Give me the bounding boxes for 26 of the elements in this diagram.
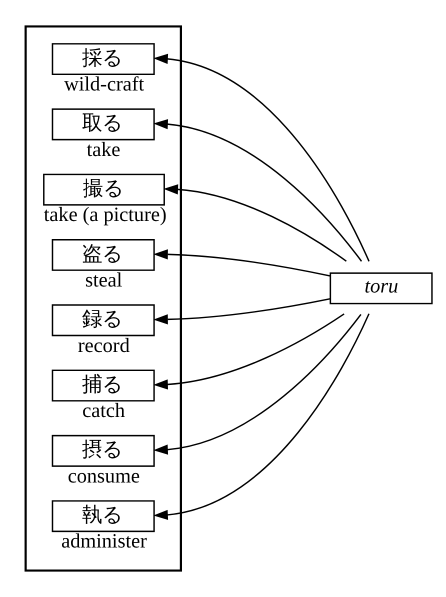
node-box: 執る <box>52 500 155 532</box>
node-label: wild-craft <box>64 74 144 96</box>
node-label: catch <box>82 400 126 422</box>
node-box: 取る <box>52 108 155 140</box>
node-box: 録る <box>52 304 155 336</box>
node-label: take (a picture) <box>44 204 167 226</box>
node-label: record <box>78 334 130 357</box>
node-box: toru <box>330 272 433 304</box>
node-label: steal <box>85 269 122 292</box>
cluster <box>24 25 182 572</box>
node-label: take <box>86 138 120 161</box>
arrow <box>153 119 362 262</box>
node-box: 盗る <box>52 239 155 271</box>
node-label: consume <box>68 465 140 488</box>
arrow <box>153 313 344 390</box>
node-box: 摂る <box>52 434 155 467</box>
arrow <box>163 184 347 262</box>
node-label: administer <box>61 530 147 553</box>
node-box: 採る <box>52 43 155 76</box>
arrow <box>153 298 330 324</box>
arrow <box>153 314 362 455</box>
node-box: 撮る <box>43 174 165 206</box>
arrow <box>153 313 370 520</box>
arrow <box>153 54 370 262</box>
node-box: 捕る <box>52 370 155 402</box>
arrow <box>153 249 330 277</box>
